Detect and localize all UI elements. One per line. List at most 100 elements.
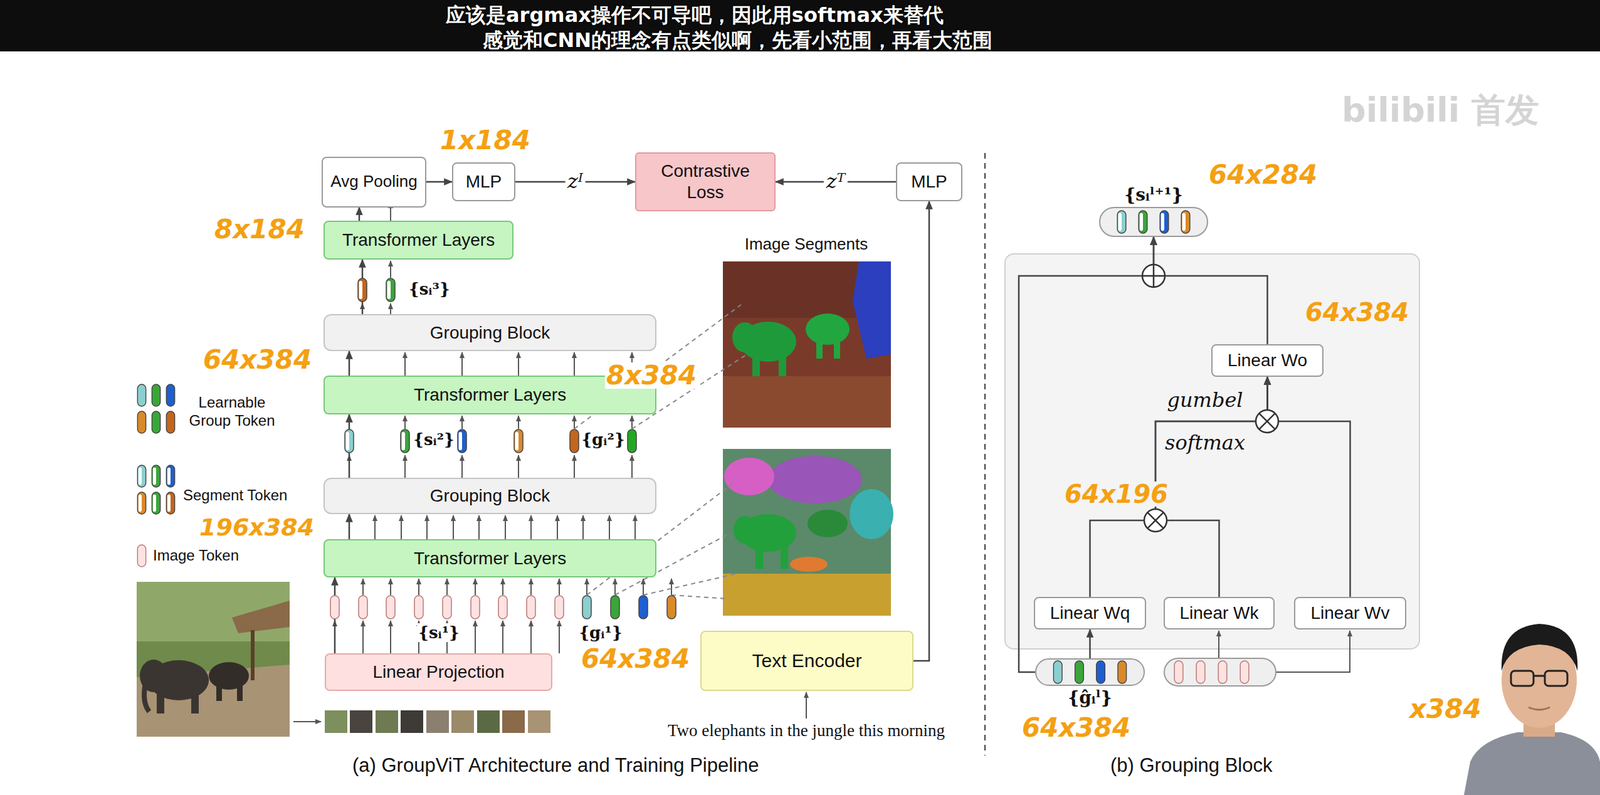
token-flow-lines xyxy=(362,578,364,595)
node-text: Grouping Block xyxy=(430,322,550,344)
token-flow-lines xyxy=(631,455,633,478)
operator-symbols xyxy=(1147,512,1164,528)
image-patches xyxy=(400,710,424,733)
segment-image xyxy=(780,542,789,569)
segment-image xyxy=(722,573,891,616)
token-icon xyxy=(1053,660,1063,684)
token-flow-lines xyxy=(608,515,611,540)
legend-icons xyxy=(166,384,175,407)
token-icon xyxy=(1075,660,1085,684)
operator-symbols xyxy=(1144,509,1167,532)
legend-icons xyxy=(166,492,175,515)
legend-entry: Segment Token xyxy=(183,486,288,505)
token-flow-lines xyxy=(474,620,476,654)
legend-entry: Image Token xyxy=(152,546,239,565)
token-flow-lines xyxy=(452,515,454,540)
subtitle-bar xyxy=(0,0,1600,52)
segment-image xyxy=(789,556,828,572)
text-label: gumbel softmax xyxy=(1161,378,1249,464)
image-patches xyxy=(477,710,500,733)
grouping-box: Grouping Block xyxy=(323,477,657,515)
segment-tokens xyxy=(457,429,467,453)
legend-icons xyxy=(151,465,160,488)
presenter xyxy=(1510,670,1534,686)
segment-tokens xyxy=(386,278,395,302)
image-token-set xyxy=(1164,658,1276,686)
token-icon xyxy=(1181,210,1190,234)
input-photo xyxy=(156,689,165,714)
segment-image xyxy=(833,338,841,359)
token-icons xyxy=(1036,659,1144,685)
text-label: Image Segments xyxy=(744,234,869,254)
node-text: MLP xyxy=(465,171,503,193)
token-flow-lines xyxy=(634,515,636,540)
token-flow-lines xyxy=(614,578,616,595)
image-patches xyxy=(527,710,551,733)
pooling-box: Avg Pooling xyxy=(321,156,427,208)
segment-image xyxy=(852,261,891,359)
input-photo xyxy=(136,581,290,737)
image-tokens xyxy=(358,595,368,619)
segment-tokens xyxy=(344,429,354,453)
segment-image xyxy=(752,351,760,377)
grouping-block-panel xyxy=(1005,253,1420,649)
image-tokens xyxy=(330,595,340,619)
handwritten-note: 8x184 xyxy=(213,216,306,243)
segment-image xyxy=(807,509,848,538)
segment-image xyxy=(768,455,863,504)
legend-icons xyxy=(166,411,175,434)
token-flow-lines xyxy=(374,515,376,540)
token-flow-lines xyxy=(586,578,588,595)
presenter xyxy=(1533,675,1545,678)
handwritten-note: 64x284 xyxy=(1207,161,1319,189)
segment-image xyxy=(733,515,757,544)
token-flow-lines xyxy=(805,692,807,719)
legend-text: Learnable Group Token xyxy=(189,393,276,429)
legend-text: Segment Token xyxy=(183,486,288,504)
token-flow-lines xyxy=(404,415,406,429)
node-text: Linear Projection xyxy=(372,661,505,683)
group-tokens xyxy=(667,595,676,619)
segment-image xyxy=(816,338,823,359)
group-tokens xyxy=(627,429,637,453)
linear-box: Linear Wq xyxy=(1033,596,1147,630)
segment-image xyxy=(755,542,764,569)
handwritten-note: 64x384 xyxy=(1304,299,1411,325)
loss-box: Contrastive Loss xyxy=(635,152,776,212)
node-text: Avg Pooling xyxy=(330,171,417,192)
image-patches xyxy=(349,710,373,733)
segment-tokens xyxy=(514,429,523,453)
token-icon xyxy=(1117,210,1127,234)
connector xyxy=(348,514,351,540)
token-flow-lines xyxy=(461,352,463,376)
image-token-set xyxy=(1174,660,1184,684)
token-flow-lines xyxy=(478,515,480,540)
token-flow-lines xyxy=(530,515,532,540)
image-token-set xyxy=(1196,660,1206,684)
segment-leader-lines xyxy=(671,594,728,599)
node-text: Grouping Block xyxy=(430,485,550,507)
presenter xyxy=(1463,623,1600,795)
group-tokens xyxy=(610,595,620,619)
image-patches xyxy=(426,710,449,733)
image-patches xyxy=(324,710,348,733)
token-icons xyxy=(1100,208,1207,236)
subtitle: 感觉和CNN的理念有点类似啊，先看小范围，再看大范围 xyxy=(482,28,993,53)
segment-tokens xyxy=(344,278,523,453)
legend-icons xyxy=(137,492,146,515)
legend-icons xyxy=(151,411,160,434)
token-label: {sᵢ¹} xyxy=(416,623,461,643)
token-flow-lines xyxy=(404,455,406,478)
legend-icons xyxy=(137,544,146,567)
handwritten-note: 1x184 xyxy=(438,127,532,154)
segment-image xyxy=(722,376,891,428)
handwritten-note: x384 xyxy=(1408,695,1483,723)
handwritten-note: 64x196 xyxy=(1063,481,1170,507)
token-flow-lines xyxy=(389,578,392,595)
segment-image xyxy=(722,261,891,428)
token-flow-lines xyxy=(389,303,392,315)
token-flow-lines xyxy=(334,202,1350,719)
handwritten-note: 64x384 xyxy=(1020,714,1132,742)
legend-icons xyxy=(151,384,160,407)
